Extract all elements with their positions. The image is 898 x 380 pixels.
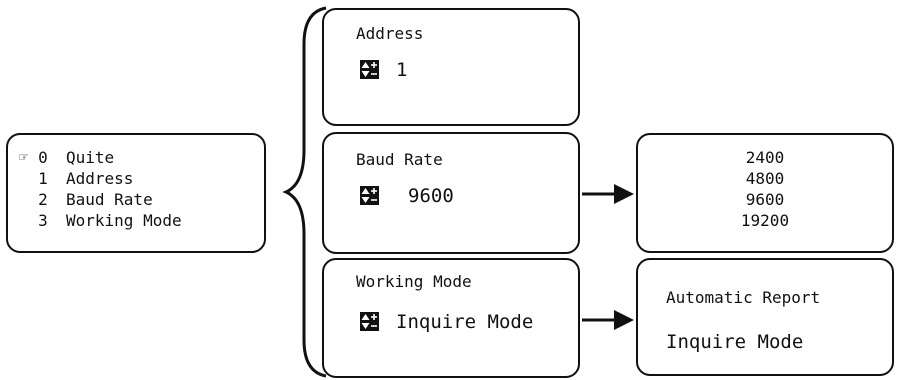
baud-rate-box: Baud Rate 9600	[322, 132, 580, 254]
baud-rate-option[interactable]: 9600	[745, 190, 785, 209]
baud-rate-value[interactable]: 9600	[408, 185, 454, 207]
working-mode-title: Working Mode	[356, 272, 472, 291]
up-down-stepper-icon[interactable]	[360, 60, 379, 79]
pointing-hand-icon: ☞	[19, 148, 29, 166]
menu-item-label: Quite	[66, 148, 115, 167]
address-value[interactable]: 1	[396, 59, 408, 81]
baud-rate-options-box: 2400 4800 9600 19200	[636, 133, 894, 253]
right-arrow-icon	[582, 310, 634, 330]
right-arrow-icon	[582, 184, 634, 204]
working-mode-option[interactable]: Inquire Mode	[666, 331, 804, 353]
working-mode-value[interactable]: Inquire Mode	[396, 311, 534, 333]
working-mode-option[interactable]: Automatic Report	[666, 288, 821, 307]
menu-item-label: Working Mode	[66, 211, 182, 230]
left-curly-brace	[282, 6, 327, 378]
up-down-stepper-icon[interactable]	[360, 186, 379, 205]
baud-rate-option[interactable]: 2400	[745, 148, 785, 167]
menu-item-label: Address	[66, 169, 134, 188]
baud-rate-option[interactable]: 19200	[740, 211, 790, 230]
working-mode-options-box: Automatic Report Inquire Mode	[636, 258, 894, 376]
menu-item-label: Baud Rate	[66, 190, 153, 209]
up-down-stepper-icon[interactable]	[360, 312, 379, 331]
baud-rate-option[interactable]: 4800	[745, 169, 785, 188]
baud-rate-title: Baud Rate	[356, 150, 443, 169]
working-mode-box: Working Mode Inquire Mode	[322, 258, 580, 378]
address-title: Address	[356, 24, 424, 43]
address-box: Address 1	[322, 8, 580, 126]
